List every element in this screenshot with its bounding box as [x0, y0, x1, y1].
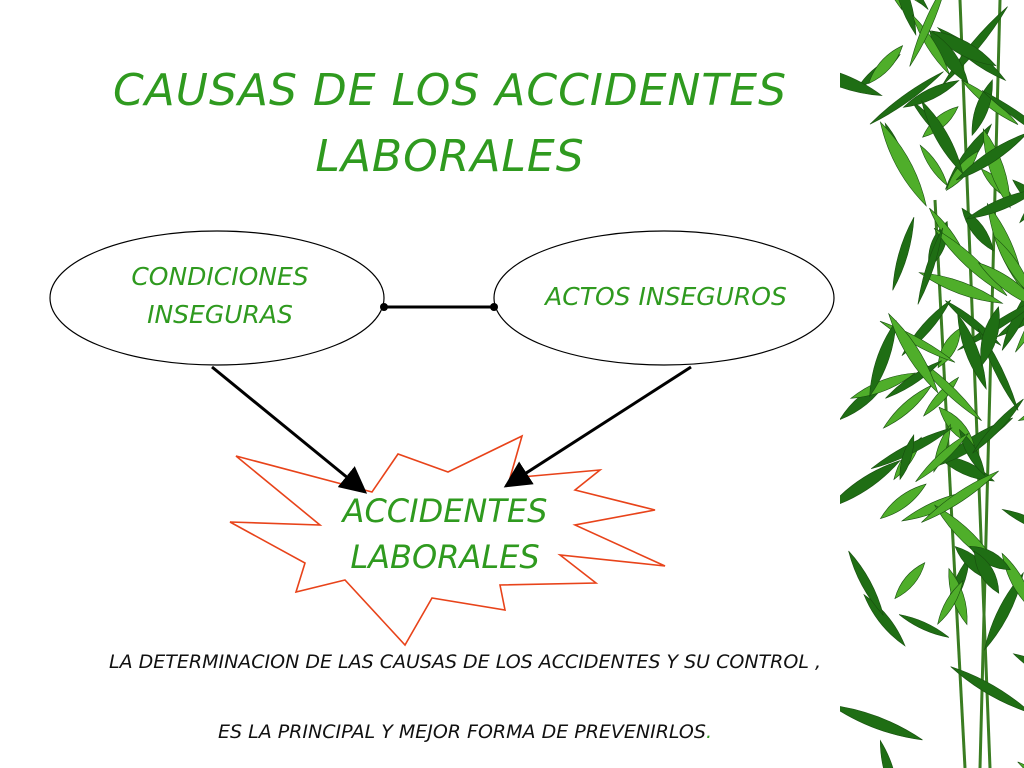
arrow-actos-to-accidentes — [503, 365, 692, 488]
bamboo-leaf — [917, 227, 944, 305]
bamboo-leaf — [902, 80, 960, 108]
footer-text-line-1: LA DETERMINACION DE LAS CAUSAS DE LOS AC… — [109, 651, 821, 673]
bamboo-leaf — [860, 0, 924, 6]
bamboo-leaf — [869, 320, 897, 398]
bamboo-leaf — [909, 0, 948, 67]
condiciones-ellipse — [49, 230, 385, 366]
bamboo-leaf — [921, 470, 999, 523]
actos-ellipse — [493, 230, 835, 366]
accidentes-line-2: LABORALES — [350, 538, 540, 576]
bamboo-leaf — [980, 306, 1000, 367]
bamboo-leaf — [1012, 653, 1024, 687]
bamboo-leaf — [888, 312, 939, 394]
connector-dot-left — [380, 303, 388, 311]
footer-text-line-2: ES LA PRINCIPAL Y MEJOR FORMA DE PREVENI… — [40, 717, 890, 747]
page-title: CAUSAS DE LOS ACCIDENTES LABORALES — [20, 58, 880, 190]
bamboo-leaf — [965, 188, 1024, 220]
bamboo-leaf — [972, 398, 1024, 454]
bamboo-leaf — [981, 90, 1024, 147]
title-line-1: CAUSAS DE LOS ACCIDENTES — [112, 65, 788, 116]
bamboo-leaf — [894, 562, 926, 600]
bamboo-leaf — [879, 320, 956, 363]
bamboo-leaf — [958, 428, 986, 477]
bamboo-leaf — [969, 546, 1011, 571]
bamboo-leaf — [879, 739, 899, 768]
bamboo-leaf — [879, 483, 927, 520]
bamboo-leaf — [915, 432, 969, 482]
title-line-2: LABORALES — [315, 131, 585, 182]
bamboo-leaf — [937, 579, 964, 625]
bamboo-leaf — [984, 571, 1024, 651]
bamboo-leaf — [973, 550, 1000, 594]
bamboo-leaf — [840, 63, 883, 96]
node-actos-inseguros: ACTOS INSEGUROS — [545, 282, 787, 311]
bamboo-leaf — [977, 262, 1024, 310]
bamboo-leaf — [950, 666, 1024, 714]
bamboo-leaf — [898, 614, 950, 638]
node-condiciones-inseguras: CONDICIONES INSEGURAS — [70, 258, 370, 334]
bamboo-leaf — [869, 71, 944, 125]
bamboo-leaf — [1001, 552, 1024, 613]
node-accidentes-laborales: ACCIDENTES LABORALES — [290, 488, 600, 580]
bamboo-leaf — [879, 121, 927, 207]
bamboo-leaf — [848, 550, 884, 616]
bamboo-leaf — [921, 99, 964, 175]
bamboo-leaf — [919, 144, 949, 187]
bamboo-leaf — [868, 45, 904, 84]
accidentes-line-1: ACCIDENTES — [342, 492, 548, 530]
bamboo-leaf — [938, 406, 975, 447]
bamboo-leaf — [892, 0, 917, 36]
footer-period: . — [705, 721, 712, 743]
bamboo-leaf — [993, 235, 1024, 299]
condiciones-line-1: CONDICIONES — [131, 262, 309, 291]
bamboo-leaf — [892, 217, 915, 291]
bamboo-leaf — [863, 593, 906, 647]
bamboo-leaf — [955, 132, 1024, 181]
bamboo-leaf — [840, 704, 923, 741]
bamboo-leaves-image — [840, 0, 1024, 768]
footer-line-2-text: ES LA PRINCIPAL Y MEJOR FORMA DE PREVENI… — [218, 721, 706, 743]
bamboo-leaf — [849, 372, 917, 399]
bamboo-leaf — [1001, 508, 1024, 535]
connector-dot-right — [490, 303, 498, 311]
bamboo-leaves-group — [840, 0, 1024, 768]
bamboo-leaf — [982, 128, 1011, 209]
diagram — [49, 230, 835, 647]
bamboo-leaf — [1017, 761, 1024, 768]
arrow-condiciones-to-accidentes — [211, 365, 368, 494]
bamboo-leaf — [899, 434, 915, 481]
condiciones-line-2: INSEGURAS — [147, 300, 293, 329]
bamboo-leaf — [840, 459, 902, 509]
